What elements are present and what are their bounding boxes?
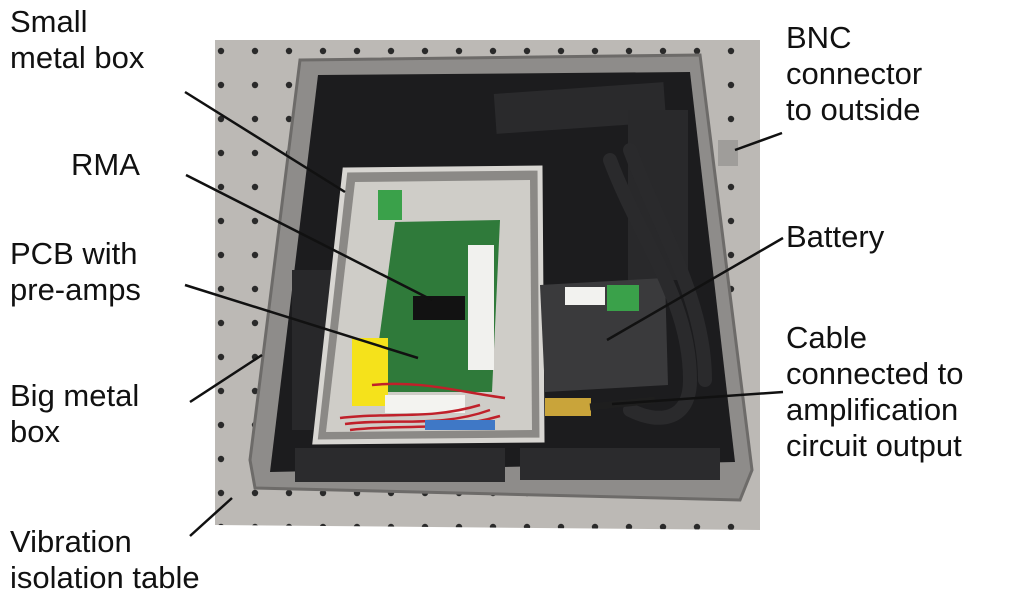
label-bnc: BNC connector to outside	[786, 20, 923, 127]
foam-block-bottom-left	[295, 448, 505, 482]
black-cables	[603, 143, 712, 425]
bnc-outside-connector	[718, 140, 738, 166]
label-pcb: PCB with pre-amps	[10, 236, 141, 307]
label-cable: Cable connected to amplification circuit…	[786, 320, 964, 463]
label-small-metal-box: Small metal box	[10, 4, 145, 75]
bnc-connector-gold	[545, 398, 591, 416]
foam-block-bottom-right	[520, 448, 720, 480]
label-rma: RMA	[71, 147, 140, 182]
green-connector	[378, 190, 402, 220]
rma-chip	[413, 296, 465, 320]
white-tape	[468, 245, 494, 370]
white-strip	[385, 395, 465, 413]
label-vibration-table: Vibration isolation table	[10, 524, 200, 595]
foam-block-top	[493, 82, 667, 134]
label-battery: Battery	[786, 219, 885, 254]
blue-connectors	[425, 420, 495, 430]
label-big-metal-box: Big metal box	[10, 378, 140, 449]
yellow-tape	[352, 338, 388, 406]
leader-lines	[184, 90, 784, 537]
battery-connector	[607, 285, 639, 311]
battery-label	[565, 287, 605, 305]
